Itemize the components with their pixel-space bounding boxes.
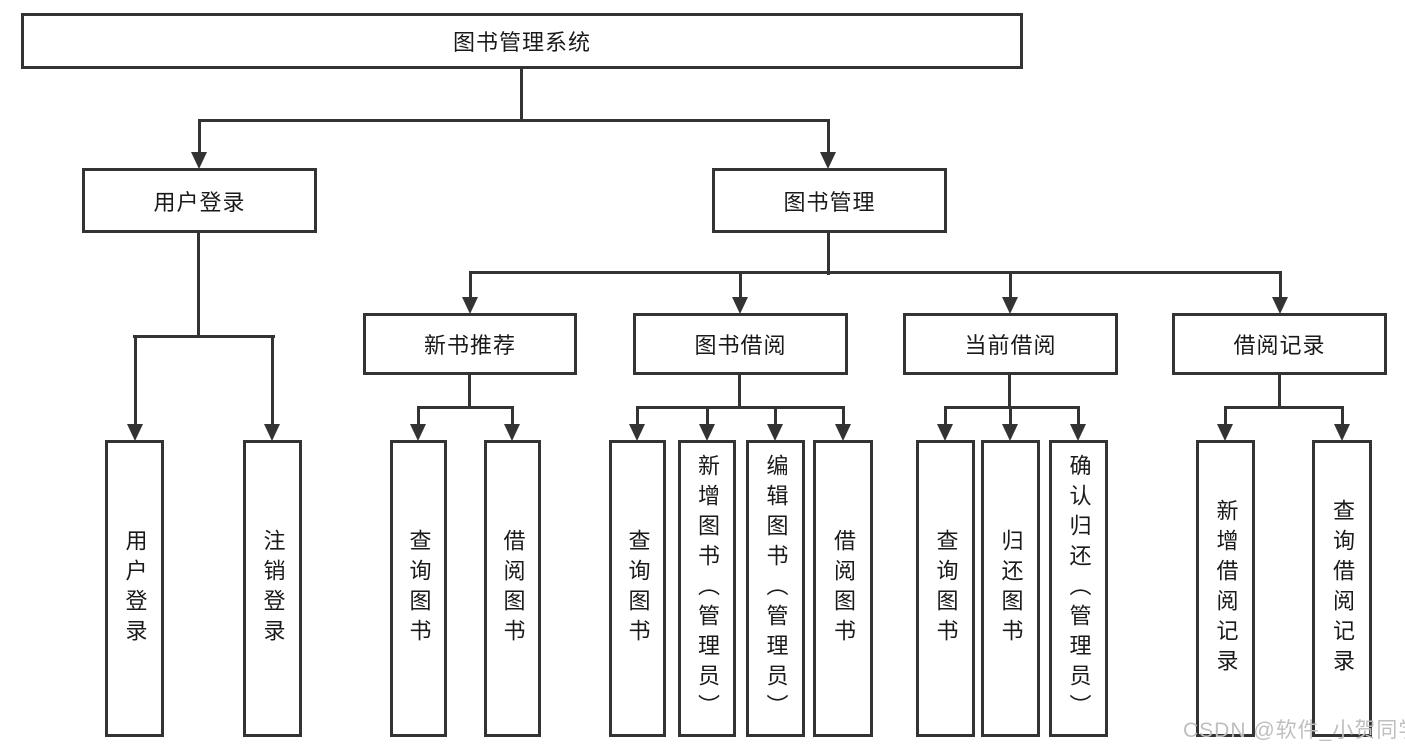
- node-user-login: 用户登录: [82, 168, 317, 233]
- leaf-newbook-borrow-books-label: 借阅图书: [500, 528, 526, 649]
- node-new-book-recommend: 新书推荐: [363, 313, 577, 375]
- node-book-borrow: 图书借阅: [633, 313, 848, 375]
- leaf-current-return-books: 归还图书: [981, 440, 1040, 737]
- connector-records-stub: [1278, 374, 1281, 409]
- connector-new-book-stub: [468, 374, 471, 409]
- node-book-mgmt-label: 图书管理: [783, 189, 876, 215]
- connector-user-login-horizontal: [133, 335, 275, 338]
- arrow-to-current-borrow: [1002, 271, 1018, 314]
- arrow-records-query: [1334, 406, 1350, 441]
- arrow-to-logout-leaf: [264, 335, 280, 441]
- connector-book-mgmt-stub: [827, 232, 830, 275]
- leaf-user-login: 用户登录: [105, 440, 164, 737]
- connector-current-borrow-horizontal: [944, 406, 1080, 409]
- arrow-records-add: [1217, 406, 1233, 441]
- connector-level1-horizontal: [198, 119, 830, 122]
- arrow-current-query: [937, 406, 953, 441]
- leaf-borrow-borrow-books: 借阅图书: [813, 440, 873, 737]
- leaf-borrow-query-books-label: 查询图书: [625, 528, 651, 649]
- connector-book-borrow-horizontal: [636, 406, 845, 409]
- arrow-to-borrow-records: [1272, 271, 1288, 314]
- node-library-system: 图书管理系统: [21, 13, 1023, 69]
- leaf-borrow-add-books-admin: 新增图书（管理员）: [678, 440, 736, 737]
- leaf-logout-label: 注销登录: [260, 528, 286, 649]
- arrow-current-confirm: [1070, 406, 1086, 441]
- arrow-current-return: [1002, 406, 1018, 441]
- arrow-borrow-add: [699, 406, 715, 441]
- node-borrow-records: 借阅记录: [1172, 313, 1387, 375]
- arrow-newbook-borrow: [504, 406, 520, 441]
- node-current-borrow-label: 当前借阅: [964, 333, 1057, 358]
- leaf-records-add-record-label: 新增借阅记录: [1213, 498, 1239, 679]
- leaf-newbook-query-books: 查询图书: [390, 440, 447, 737]
- leaf-records-add-record: 新增借阅记录: [1196, 440, 1255, 737]
- arrow-to-login-leaf: [127, 335, 143, 441]
- leaf-borrow-add-books-admin-label: 新增图书（管理员）: [695, 453, 720, 724]
- connector-new-book-horizontal: [417, 406, 514, 409]
- arrow-borrow-query: [629, 406, 645, 441]
- leaf-records-query-record-label: 查询借阅记录: [1330, 498, 1355, 679]
- connector-root-stub: [520, 66, 523, 121]
- leaf-newbook-borrow-books: 借阅图书: [484, 440, 541, 737]
- node-library-system-label: 图书管理系统: [452, 30, 591, 55]
- leaf-borrow-query-books: 查询图书: [609, 440, 666, 737]
- leaf-current-query-books: 查询图书: [916, 440, 975, 737]
- arrow-to-new-book: [462, 271, 478, 314]
- leaf-logout: 注销登录: [243, 440, 302, 737]
- leaf-current-confirm-return-admin: 确认归还（管理员）: [1049, 440, 1108, 737]
- node-current-borrow: 当前借阅: [903, 313, 1118, 375]
- connector-book-borrow-stub: [738, 374, 741, 409]
- node-new-book-recommend-label: 新书推荐: [423, 333, 516, 358]
- connector-level3-horizontal: [469, 271, 1282, 274]
- leaf-current-return-books-label: 归还图书: [998, 528, 1024, 649]
- csdn-watermark: CSDN @软件_小贺同学: [1183, 719, 1405, 742]
- connector-records-horizontal: [1224, 406, 1344, 409]
- leaf-borrow-edit-books-admin-label: 编辑图书（管理员）: [763, 453, 789, 724]
- arrow-newbook-query: [410, 406, 426, 441]
- arrow-to-user-login: [191, 119, 207, 169]
- node-book-mgmt: 图书管理: [712, 168, 947, 233]
- leaf-user-login-label: 用户登录: [122, 528, 148, 649]
- node-user-login-label: 用户登录: [153, 189, 246, 215]
- arrow-to-book-borrow: [732, 271, 748, 314]
- node-book-borrow-label: 图书借阅: [694, 333, 787, 358]
- arrow-borrow-borrow: [835, 406, 851, 441]
- leaf-borrow-borrow-books-label: 借阅图书: [831, 528, 856, 649]
- leaf-borrow-edit-books-admin: 编辑图书（管理员）: [746, 440, 805, 737]
- connector-user-login-stub: [197, 232, 200, 338]
- arrow-to-book-mgmt: [820, 119, 836, 169]
- leaf-newbook-query-books-label: 查询图书: [406, 528, 432, 649]
- node-borrow-records-label: 借阅记录: [1233, 333, 1326, 358]
- leaf-records-query-record: 查询借阅记录: [1312, 440, 1372, 737]
- connector-current-borrow-stub: [1008, 374, 1011, 409]
- arrow-borrow-edit: [767, 406, 783, 441]
- leaf-current-confirm-return-admin-label: 确认归还（管理员）: [1066, 453, 1092, 724]
- leaf-current-query-books-label: 查询图书: [933, 528, 959, 649]
